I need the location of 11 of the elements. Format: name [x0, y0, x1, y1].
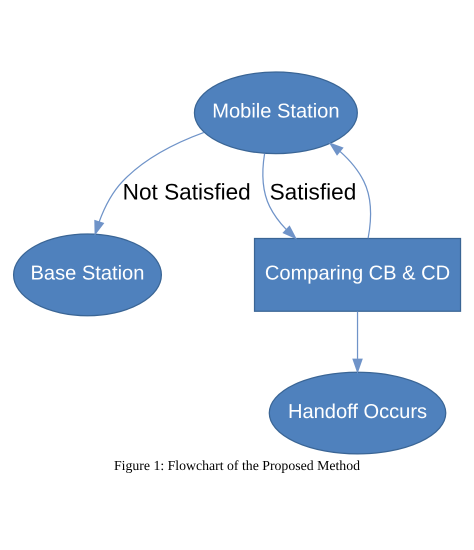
- arrow: [328, 142, 372, 238]
- node-box: Comparing CB & CD: [254, 237, 462, 312]
- edge-label: Satisfied: [270, 178, 356, 204]
- edge-label: Not Satisfied: [122, 178, 251, 204]
- node-ellipse: Handoff Occurs: [268, 371, 446, 454]
- arrow: [262, 152, 297, 240]
- node-ellipse: Base Station: [12, 232, 162, 316]
- caption: Figure 1: Flowchart of the Proposed Method: [114, 457, 360, 472]
- arrow: [352, 310, 363, 374]
- arrow: [94, 131, 204, 236]
- node-ellipse: Mobile Station: [194, 70, 358, 154]
